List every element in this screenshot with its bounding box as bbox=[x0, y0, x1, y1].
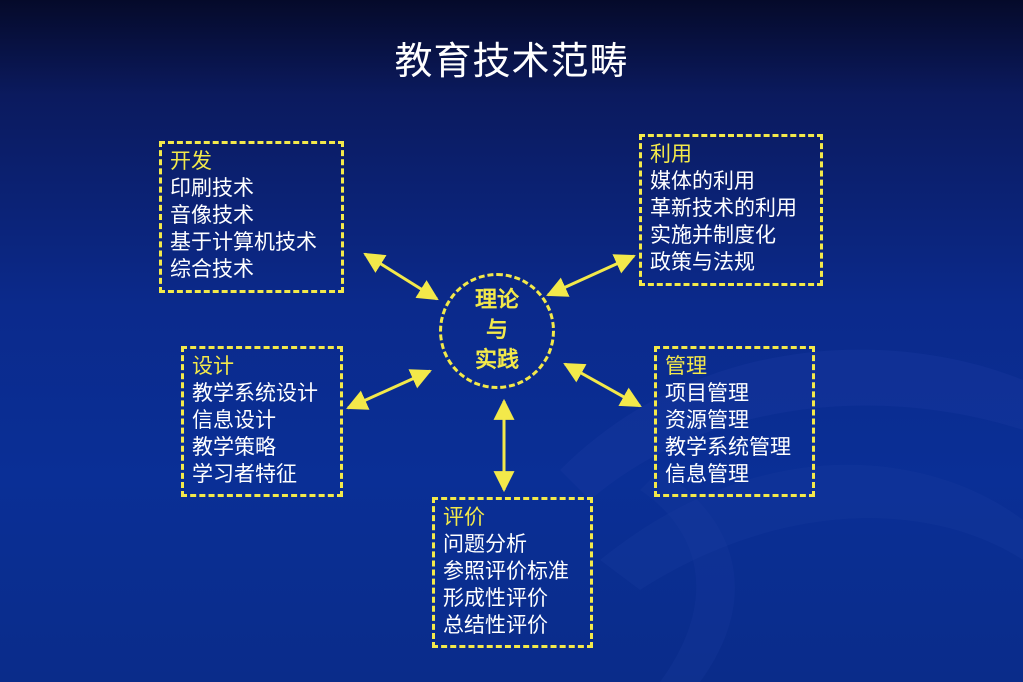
utilization-item: 革新技术的利用 bbox=[650, 196, 797, 220]
design-item: 教学策略 bbox=[192, 435, 276, 459]
evaluation-item: 总结性评价 bbox=[443, 613, 548, 637]
arrow-design bbox=[346, 369, 432, 410]
utilization-item: 实施并制度化 bbox=[650, 223, 776, 247]
design-box: 设计 教学系统设计 信息设计 教学策略 学习者特征 bbox=[181, 346, 343, 497]
development-item: 印刷技术 bbox=[170, 176, 254, 200]
management-item: 信息管理 bbox=[665, 462, 749, 486]
design-item: 学习者特征 bbox=[192, 462, 297, 486]
arrow-utilization bbox=[546, 254, 636, 297]
utilization-title: 利用 bbox=[650, 142, 692, 166]
development-items: 印刷技术 音像技术 基于计算机技术 综合技术 bbox=[170, 175, 341, 283]
utilization-items: 媒体的利用 革新技术的利用 实施并制度化 政策与法规 bbox=[650, 168, 820, 276]
evaluation-items: 问题分析 参照评价标准 形成性评价 总结性评价 bbox=[443, 531, 590, 639]
management-items: 项目管理 资源管理 教学系统管理 信息管理 bbox=[665, 380, 812, 488]
evaluation-title: 评价 bbox=[443, 505, 485, 529]
evaluation-box: 评价 问题分析 参照评价标准 形成性评价 总结性评价 bbox=[432, 497, 593, 648]
development-item: 音像技术 bbox=[170, 203, 254, 227]
evaluation-item: 问题分析 bbox=[443, 532, 527, 556]
evaluation-item: 形成性评价 bbox=[443, 586, 548, 610]
management-title: 管理 bbox=[665, 354, 707, 378]
center-label: 理论 bbox=[474, 288, 519, 313]
center-label: 实践 bbox=[474, 348, 519, 373]
management-item: 资源管理 bbox=[665, 408, 749, 432]
arrow-development bbox=[363, 252, 439, 301]
utilization-item: 媒体的利用 bbox=[650, 169, 755, 193]
design-item: 教学系统设计 bbox=[192, 381, 318, 405]
arrow-management bbox=[563, 362, 642, 408]
development-item: 综合技术 bbox=[170, 257, 254, 281]
management-item: 项目管理 bbox=[665, 381, 749, 405]
development-item: 基于计算机技术 bbox=[170, 230, 317, 254]
management-box: 管理 项目管理 资源管理 教学系统管理 信息管理 bbox=[654, 346, 815, 497]
design-title: 设计 bbox=[192, 354, 234, 378]
design-items: 教学系统设计 信息设计 教学策略 学习者特征 bbox=[192, 380, 340, 488]
development-box: 开发 印刷技术 音像技术 基于计算机技术 综合技术 bbox=[159, 141, 344, 293]
utilization-box: 利用 媒体的利用 革新技术的利用 实施并制度化 政策与法规 bbox=[639, 134, 823, 286]
page-title: 教育技术范畴 bbox=[394, 39, 629, 83]
management-item: 教学系统管理 bbox=[665, 435, 791, 459]
design-item: 信息设计 bbox=[192, 408, 276, 432]
center-label: 与 bbox=[485, 318, 508, 343]
development-title: 开发 bbox=[170, 149, 212, 173]
evaluation-item: 参照评价标准 bbox=[443, 559, 569, 583]
theory-practice-circle: 理论 与 实践 bbox=[439, 273, 555, 389]
utilization-item: 政策与法规 bbox=[650, 250, 755, 274]
